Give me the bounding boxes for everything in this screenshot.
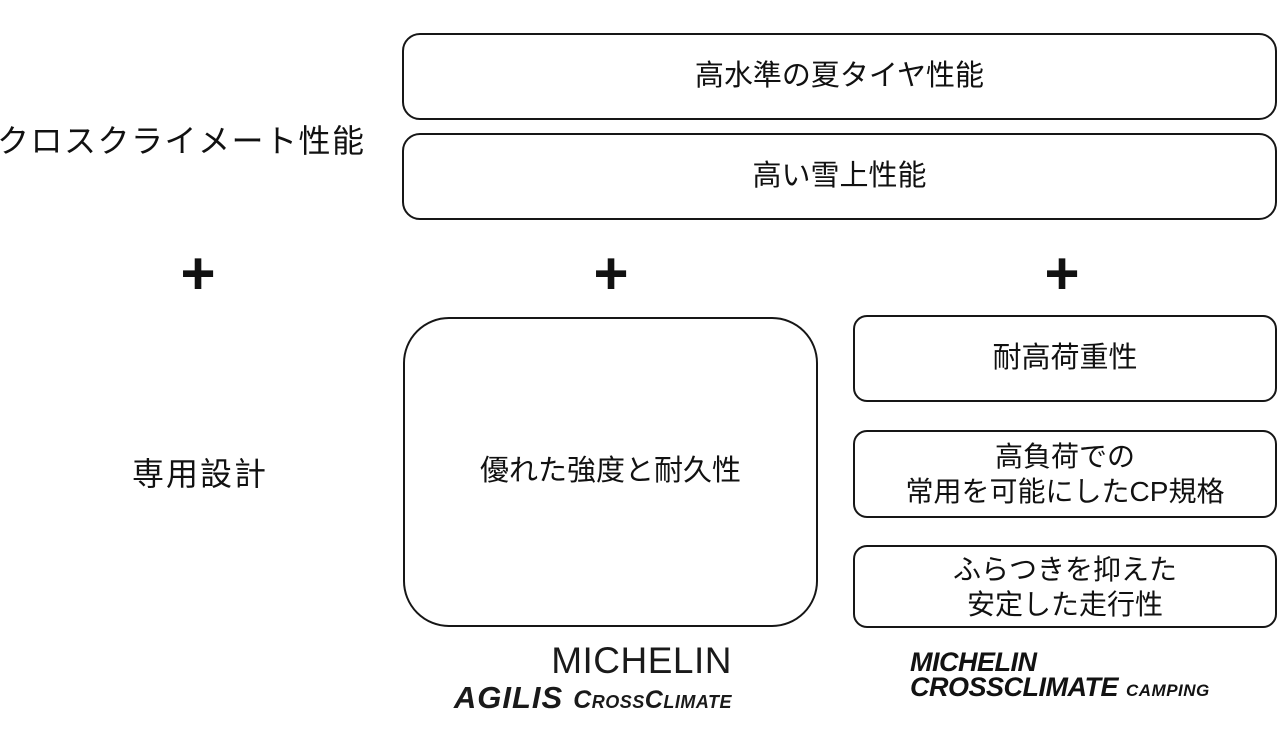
camping-logo-brand-text: MICHELIN bbox=[910, 647, 1037, 677]
stable-driving-text-line1: ふらつきを抑えた bbox=[952, 553, 1177, 585]
michelin-agilis-crossclimate-logo: MICHELIN AGILIS CrossClimate bbox=[420, 641, 732, 719]
summer-performance-box: 高水準の夏タイヤ性能 bbox=[402, 33, 1277, 120]
plus-sign-middle: + bbox=[593, 240, 629, 307]
stable-driving-box: ふらつきを抑えた 安定した走行性 bbox=[853, 545, 1277, 628]
snow-performance-box: 高い雪上性能 bbox=[402, 133, 1277, 220]
dedicated-design-row-label: 専用設計 bbox=[131, 456, 268, 492]
camping-logo-model-text: CROSSCLIMATE bbox=[910, 672, 1119, 702]
crossclimate-performance-row-label: クロスクライメート性能 bbox=[0, 123, 366, 159]
agilis-logo-model-text: AGILIS bbox=[453, 680, 564, 715]
high-load-resistance-text: 耐高荷重性 bbox=[992, 341, 1138, 374]
stable-driving-text-line2: 安定した走行性 bbox=[966, 588, 1163, 620]
camping-logo-model-line: CROSSCLIMATE CAMPING bbox=[910, 672, 1210, 704]
agilis-logo-brand-text: MICHELIN bbox=[551, 640, 732, 681]
michelin-crossclimate-camping-logo: MICHELIN CROSSCLIMATE CAMPING bbox=[910, 647, 1210, 704]
cp-standard-text-line2: 常用を可能にしたCP規格 bbox=[905, 476, 1225, 507]
strength-durability-text: 優れた強度と耐久性 bbox=[479, 455, 741, 488]
plus-sign-left: + bbox=[180, 240, 216, 307]
plus-sign-right: + bbox=[1044, 240, 1080, 307]
agilis-logo-variant-text: CrossClimate bbox=[573, 686, 732, 714]
agilis-logo-model-line: AGILIS CrossClimate bbox=[420, 680, 732, 719]
cp-standard-box: 高負荷での 常用を可能にしたCP規格 bbox=[853, 430, 1277, 518]
high-load-resistance-box: 耐高荷重性 bbox=[853, 315, 1277, 402]
snow-performance-text: 高い雪上性能 bbox=[752, 159, 927, 192]
camping-logo-variant-text: CAMPING bbox=[1126, 681, 1210, 700]
cp-standard-text-line1: 高負荷での bbox=[994, 441, 1135, 472]
summer-performance-text: 高水準の夏タイヤ性能 bbox=[694, 59, 985, 92]
strength-durability-box: 優れた強度と耐久性 bbox=[403, 317, 818, 627]
